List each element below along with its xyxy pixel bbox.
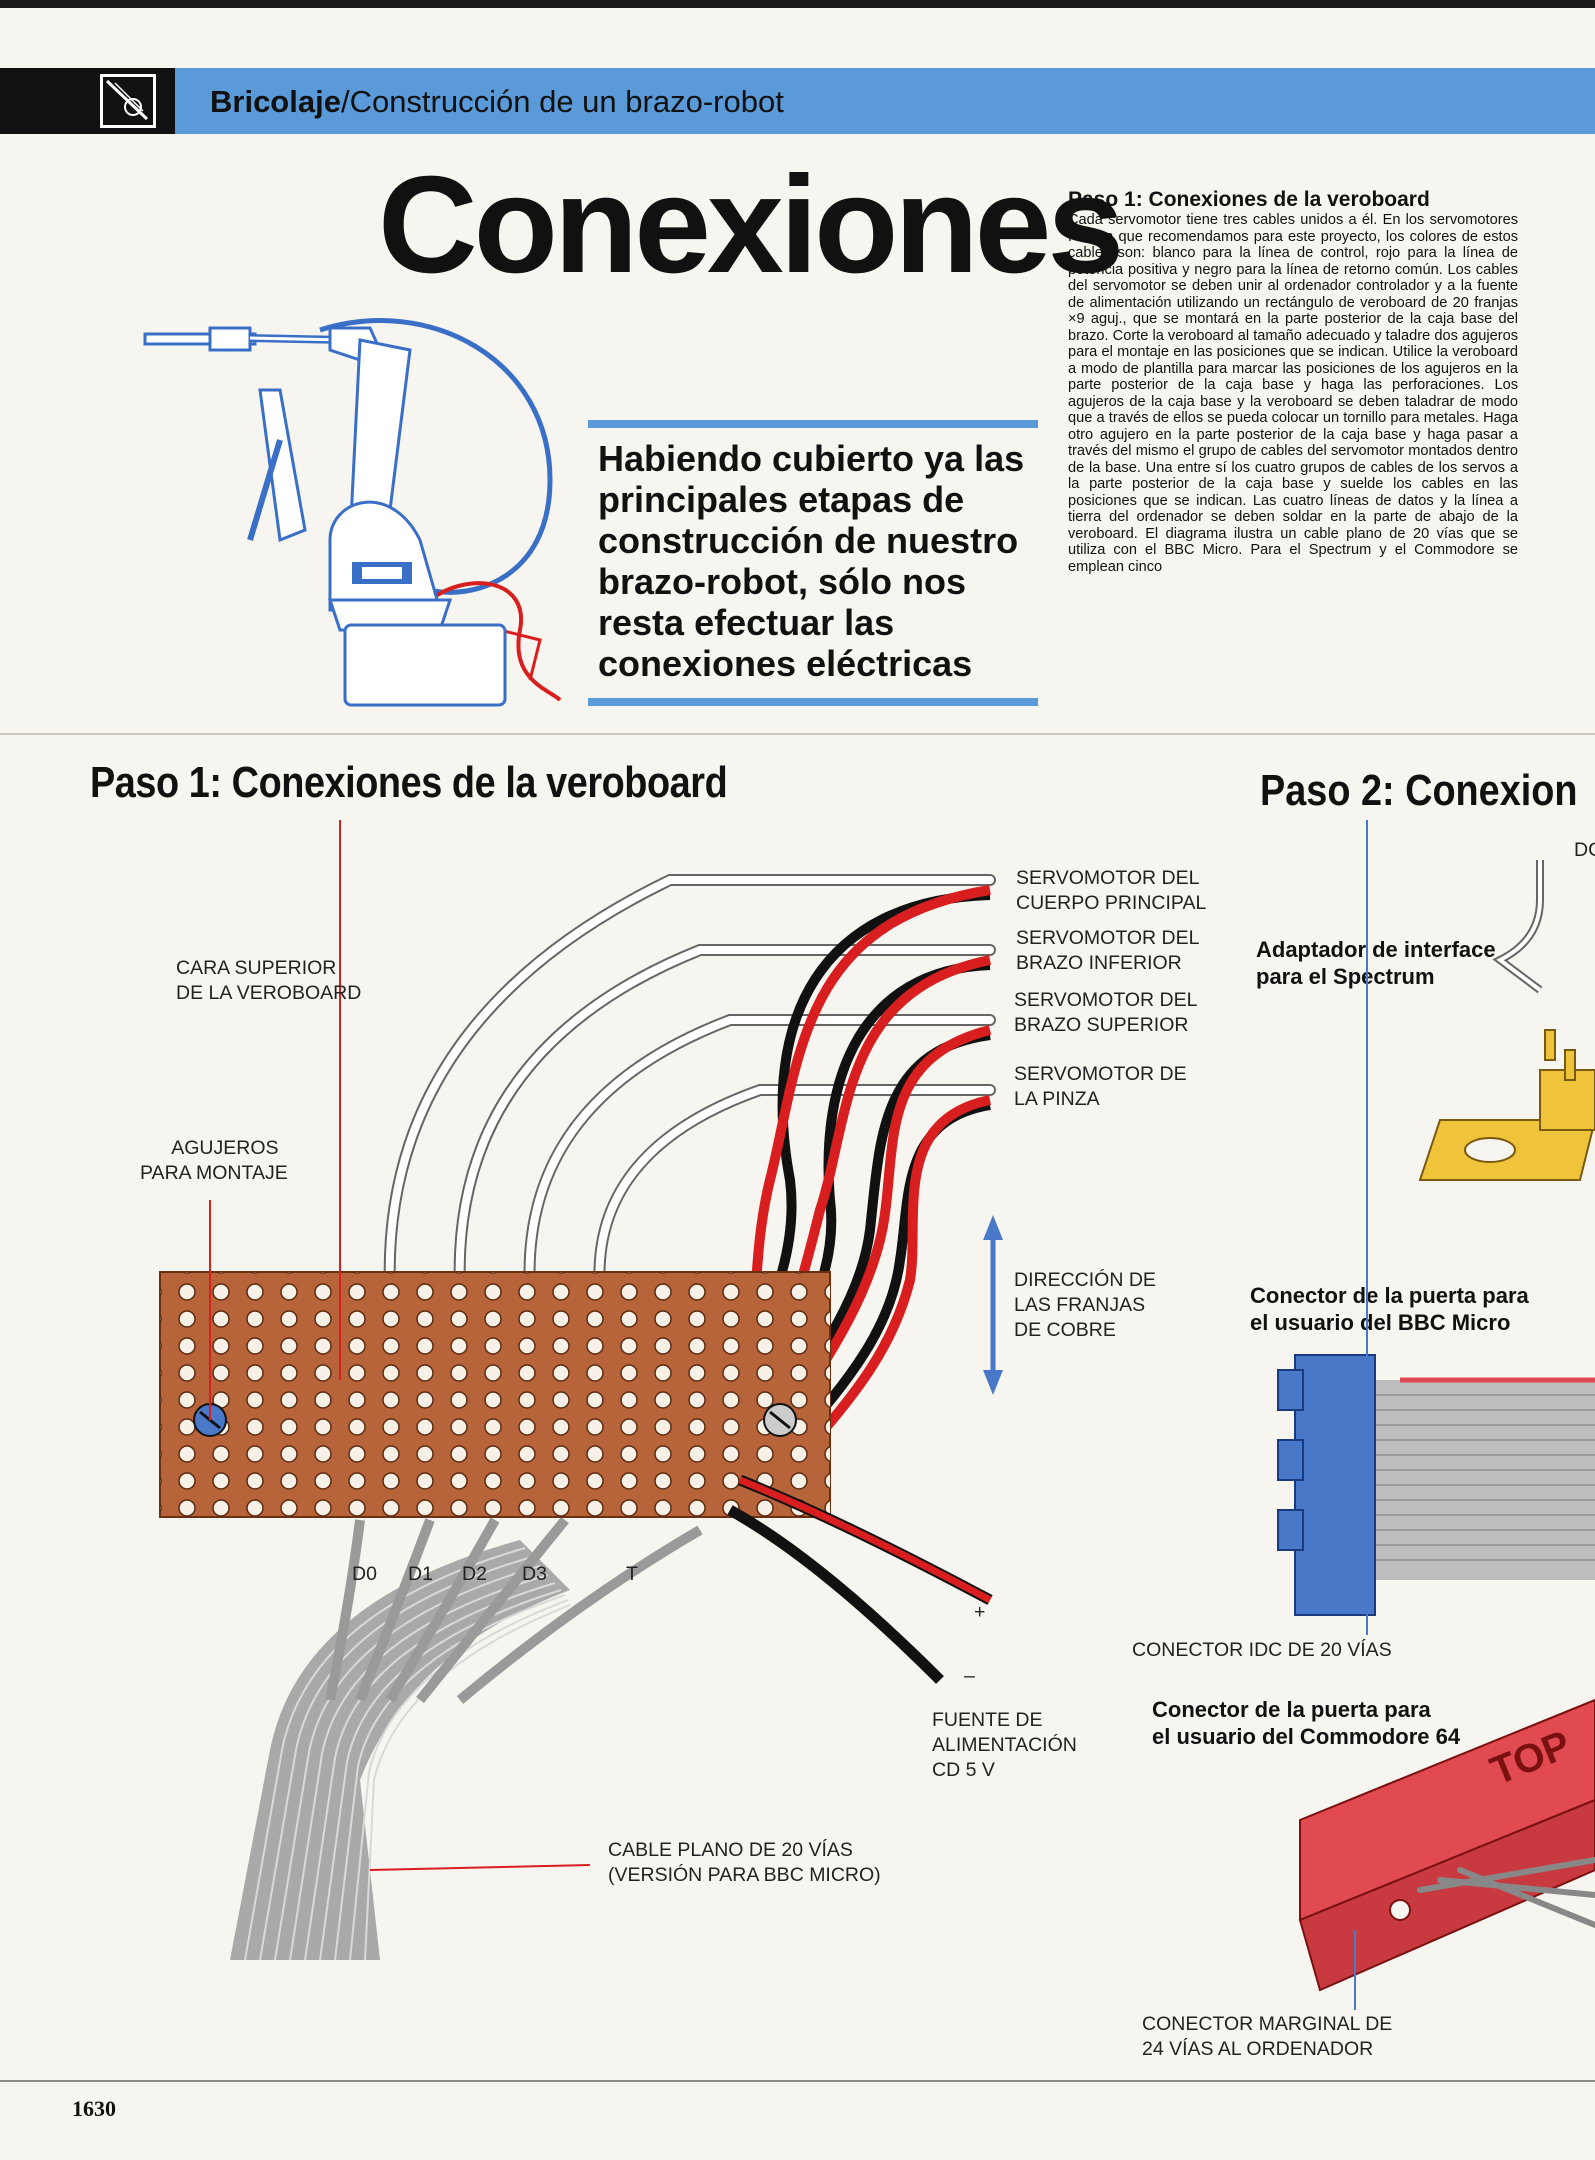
label-direccion: DIRECCIÓN DE LAS FRANJAS DE COBRE — [1014, 1268, 1156, 1343]
label-line: CARA SUPERIOR — [176, 957, 337, 979]
label-line: AGUJEROS — [171, 1137, 279, 1159]
label-cable-plano: CABLE PLANO DE 20 VÍAS (VERSIÓN PARA BBC… — [608, 1838, 881, 1888]
label-line: BRAZO INFERIOR — [1016, 952, 1182, 974]
label-line: Adaptador de interface — [1256, 937, 1496, 962]
label-line: Conector de la puerta para — [1152, 1697, 1431, 1722]
label-d3: D3 — [522, 1563, 547, 1585]
label-line: ALIMENTACIÓN — [932, 1734, 1077, 1756]
section-name: Bricolaje — [210, 84, 341, 119]
label-line: SERVOMOTOR DE — [1014, 1063, 1187, 1085]
label-d2: D2 — [462, 1563, 487, 1585]
label-line: CONECTOR MARGINAL DE — [1142, 2013, 1393, 2035]
section-divider — [0, 733, 1595, 735]
label-line: PARA MONTAJE — [140, 1162, 288, 1184]
label-t: T — [626, 1563, 638, 1585]
label-spectrum: Adaptador de interface para el Spectrum — [1256, 936, 1496, 990]
label-d0: D0 — [352, 1563, 377, 1585]
label-cara-superior: CARA SUPERIOR DE LA VEROBOARD — [176, 956, 361, 1006]
label-line: CD 5 V — [932, 1759, 995, 1781]
label-line: SERVOMOTOR DEL — [1016, 867, 1200, 889]
label-line: el usuario del Commodore 64 — [1152, 1724, 1461, 1749]
bbc-ribbon-icon — [1360, 1380, 1595, 1580]
intro-rule-bottom — [588, 698, 1038, 706]
label-servo-pinza: SERVOMOTOR DE LA PINZA — [1014, 1062, 1187, 1112]
label-line: Conector de la puerta para — [1250, 1283, 1529, 1308]
veroboard-diagram — [159, 820, 1003, 1961]
label-line: 24 VÍAS AL ORDENADOR — [1142, 2038, 1374, 2060]
page-number: 1630 — [72, 2096, 116, 2121]
label-minus: – — [964, 1665, 975, 1687]
label-line: SERVOMOTOR DEL — [1016, 927, 1200, 949]
section-header-bar — [0, 68, 1595, 134]
step2-title: Paso 2: Conexion — [1260, 766, 1578, 815]
label-fuente: FUENTE DE ALIMENTACIÓN CD 5 V — [932, 1708, 1077, 1783]
label-line: DE COBRE — [1014, 1319, 1116, 1341]
label-line: LAS FRANJAS — [1014, 1294, 1146, 1316]
commodore-connector-icon — [1299, 1698, 1595, 1922]
label-agujeros: AGUJEROS PARA MONTAJE — [140, 1136, 288, 1186]
label-line: DE LA VEROBOARD — [176, 982, 362, 1004]
intro-paragraph: Habiendo cubierto ya las principales eta… — [598, 438, 1025, 684]
ribbon-cable — [230, 1516, 703, 1961]
section-logo-icon — [100, 74, 156, 128]
label-line: DIRECCIÓN DE — [1014, 1269, 1156, 1291]
label-plus: + — [974, 1601, 986, 1623]
label-marginal: CONECTOR MARGINAL DE 24 VÍAS AL ORDENADO… — [1142, 2012, 1392, 2062]
label-idc: CONECTOR IDC DE 20 VÍAS — [1132, 1639, 1392, 1661]
label-servo-cuerpo: SERVOMOTOR DEL CUERPO PRINCIPAL — [1016, 866, 1206, 916]
top-edge-band — [0, 0, 1595, 8]
label-line: el usuario del BBC Micro — [1250, 1310, 1511, 1335]
label-line: SERVOMOTOR DEL — [1014, 989, 1198, 1011]
column-heading: Paso 1: Conexiones de la veroboard — [1068, 188, 1430, 211]
column-body: Cada servomotor tiene tres cables unidos… — [1068, 212, 1518, 575]
step1-title: Paso 1: Conexiones de la veroboard — [90, 758, 728, 807]
bottom-rule — [0, 2080, 1595, 2082]
article-title: Conexiones — [378, 148, 1124, 302]
label-line: FUENTE DE — [932, 1709, 1043, 1731]
label-d1: D1 — [408, 1563, 433, 1585]
intro-rule-top — [588, 420, 1038, 428]
label-line: (VERSIÓN PARA BBC MICRO) — [608, 1864, 881, 1886]
section-header-text: Bricolaje/Construcción de un brazo-robot — [210, 82, 784, 122]
label-dc: DC — [1574, 839, 1595, 861]
label-line: para el Spectrum — [1256, 964, 1435, 989]
section-subtitle: /Construcción de un brazo-robot — [340, 84, 784, 119]
robot-arm-illustration — [143, 318, 562, 707]
label-commodore: Conector de la puerta para el usuario de… — [1152, 1696, 1460, 1750]
label-servo-brazo-superior: SERVOMOTOR DEL BRAZO SUPERIOR — [1014, 988, 1198, 1038]
label-line: LA PINZA — [1014, 1088, 1100, 1110]
idc-connector-icon — [1294, 1354, 1376, 1616]
label-bbc: Conector de la puerta para el usuario de… — [1250, 1282, 1529, 1336]
label-line: CABLE PLANO DE 20 VÍAS — [608, 1839, 853, 1861]
label-line: CUERPO PRINCIPAL — [1016, 892, 1207, 914]
label-line: BRAZO SUPERIOR — [1014, 1014, 1189, 1036]
label-servo-brazo-inferior: SERVOMOTOR DEL BRAZO INFERIOR — [1016, 926, 1200, 976]
connectors-diagram — [1277, 820, 1595, 2010]
